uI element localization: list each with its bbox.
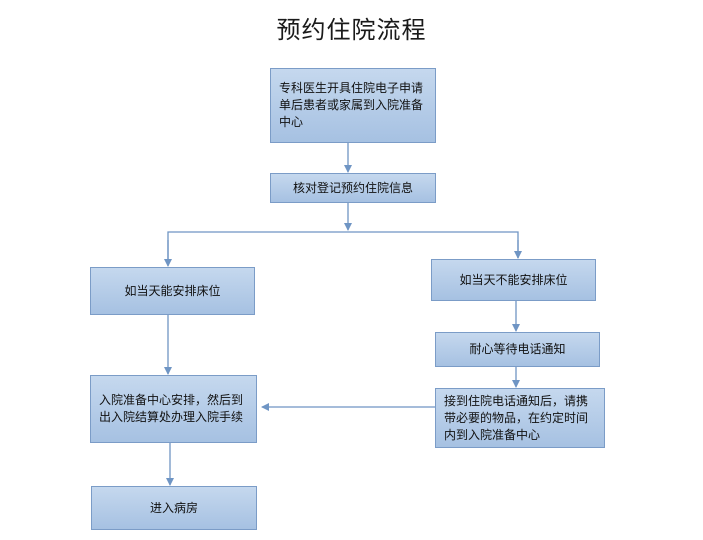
node-wait-call: 耐心等待电话通知 [435, 332, 600, 367]
node-ward-label: 进入病房 [149, 500, 198, 515]
node-arrange-label: 入院准备中心安排，然后到出入院结算处办理入院手续 [99, 393, 244, 424]
node-wait-call-label: 耐心等待电话通知 [469, 342, 566, 356]
node-bed-unavailable-label: 如当天不能安排床位 [459, 272, 568, 287]
node-verify: 核对登记预约住院信息 [270, 173, 436, 203]
node-after-call-label: 接到住院电话通知后，请携带必要的物品，在约定时间内到入院准备中心 [444, 393, 589, 442]
node-verify-label: 核对登记预约住院信息 [292, 180, 413, 195]
node-arrange: 入院准备中心安排，然后到出入院结算处办理入院手续 [90, 375, 257, 443]
node-ward: 进入病房 [91, 486, 257, 530]
diagram-title: 预约住院流程 [276, 16, 427, 44]
node-after-call: 接到住院电话通知后，请携带必要的物品，在约定时间内到入院准备中心 [435, 388, 605, 448]
connector-branch-bar [167, 231, 519, 259]
node-start-label: 专科医生开具住院电子申请单后患者或家属到入院准备中心 [279, 81, 424, 129]
node-start: 专科医生开具住院电子申请单后患者或家属到入院准备中心 [270, 68, 436, 143]
node-bed-available-label: 如当天能安排床位 [124, 283, 221, 298]
node-bed-available: 如当天能安排床位 [90, 267, 255, 315]
node-bed-unavailable: 如当天不能安排床位 [431, 259, 596, 301]
